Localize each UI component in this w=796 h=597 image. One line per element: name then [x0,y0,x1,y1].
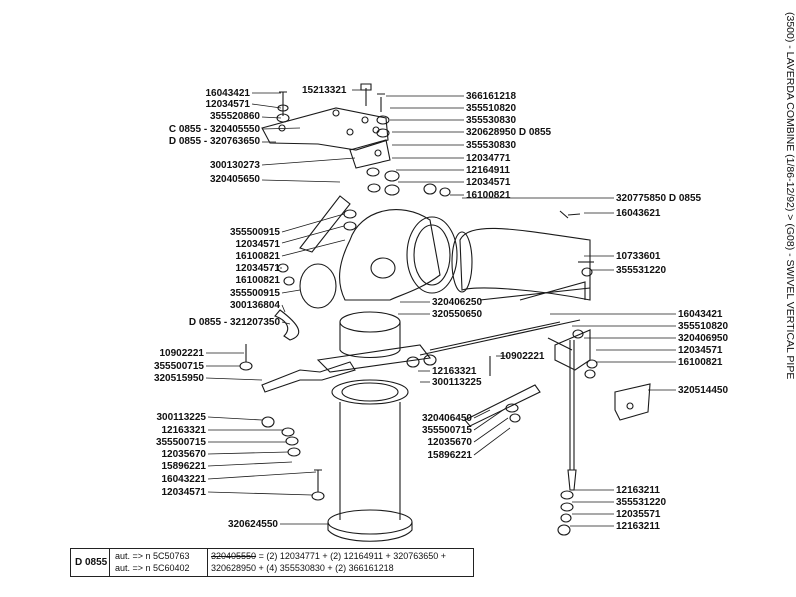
part-label: 355531220 [616,497,667,508]
part-label: 366161218 [466,91,517,102]
part-label: 12034771 [466,153,511,164]
part-label: 10733601 [616,251,661,262]
part-label: 320628950 D 0855 [466,127,552,138]
cover-disc [299,263,337,309]
kit-replaced-part: 320405550 [211,551,257,561]
part-label: 10902221 [159,348,205,359]
variant-code: D 0855 [75,557,108,568]
discharge-tube [459,227,591,301]
part-label: 12034571 [678,345,723,356]
top-bolt-3 [377,93,385,112]
part-label: 355500915 [229,227,280,238]
elbow-pipe [339,209,441,301]
part-label: 320514450 [678,385,729,396]
part-label: C 0855 - 320405550 [168,124,260,135]
left-bracket-plate [261,361,356,393]
part-label: 12034571 [205,99,251,110]
part-label: 12163321 [432,366,477,377]
part-label: 355520860 [209,111,260,122]
part-label: 355500715 [155,437,206,448]
part-label: 16100821 [235,251,281,262]
divider [207,549,208,576]
part-label: 10902221 [500,351,545,362]
vertical-pipe [339,402,401,520]
part-label: 12035571 [616,509,661,520]
part-label: 16043221 [161,474,207,485]
part-label: 16100821 [235,275,281,286]
part-label: 16100821 [466,190,511,201]
swivel-bracket [349,139,391,169]
part-label: 12034571 [161,487,207,498]
part-label: 355531220 [616,265,667,276]
part-label: 16043621 [616,208,661,219]
part-label: 355530830 [466,140,517,151]
part-label: 300113225 [156,412,206,423]
arm-link [299,195,351,253]
part-label: 12164911 [466,165,510,176]
part-label: 15896221 [161,461,207,472]
threaded-rod [419,319,581,356]
part-label: 16043421 [678,309,723,320]
part-label: 300136804 [229,300,280,311]
part-label: 355530830 [466,115,517,126]
swivel-ring [339,311,401,333]
part-label: 320775850 D 0855 [616,193,702,204]
part-label: 12035670 [161,449,207,460]
part-label: 355500915 [229,288,280,299]
serial-note-2: aut. => n 5C60402 [115,563,190,573]
vertical-bolt-rod [569,340,575,470]
part-label: 12034571 [235,239,281,250]
top-bolt [279,91,287,116]
part-label: 320515950 [153,373,204,384]
part-label: 320405650 [209,174,260,185]
serial-note-1: aut. => n 5C50763 [115,551,190,561]
divider [109,549,110,576]
diagram-title: (3500) - LAVERDA COMBINE (1/86-12/92) > … [784,12,796,380]
part-label: 320406250 [432,297,483,308]
elbow-flange [406,216,458,294]
part-label: 16100821 [678,357,723,368]
right-plate [464,384,541,427]
part-label: 355510820 [678,321,729,332]
part-label: 355500715 [421,425,472,436]
part-label: 320406950 [678,333,729,344]
part-label: 320406450 [421,413,472,424]
part-label: D 0855 - 321207350 [188,317,280,328]
part-label: 12034571 [235,263,281,274]
kit-formula-text: = (2) 12034771 + (2) 12164911 + 32076365… [256,551,447,561]
part-label: 12034571 [466,177,511,188]
part-label: D 0855 - 320763650 [168,136,260,147]
part-label: 320624550 [227,519,278,530]
part-label: 12035670 [427,437,473,448]
part-label: 12163321 [161,425,207,436]
part-label: 300113225 [432,377,482,388]
part-label: 12163211 [616,521,660,532]
kit-formula-line-1: 320405550 = (2) 12034771 + (2) 12164911 … [211,551,446,561]
variant-note-box: D 0855 aut. => n 5C50763 aut. => n 5C604… [70,548,474,577]
part-label: 320550650 [432,309,483,320]
part-label: 16043421 [205,88,251,99]
part-label: 300130273 [209,160,260,171]
part-label: 355510820 [466,103,517,114]
kit-formula-line-2: 320628950 + (4) 355530830 + (2) 36616121… [211,563,394,573]
part-label: 15213321 [302,85,347,96]
part-label: 12163211 [616,485,660,496]
part-label: 355500715 [153,361,204,372]
small-bracket [614,383,651,421]
part-label: 15896221 [427,450,473,461]
top-mounting-plate [261,107,389,151]
top-bolt-2 [360,83,372,106]
